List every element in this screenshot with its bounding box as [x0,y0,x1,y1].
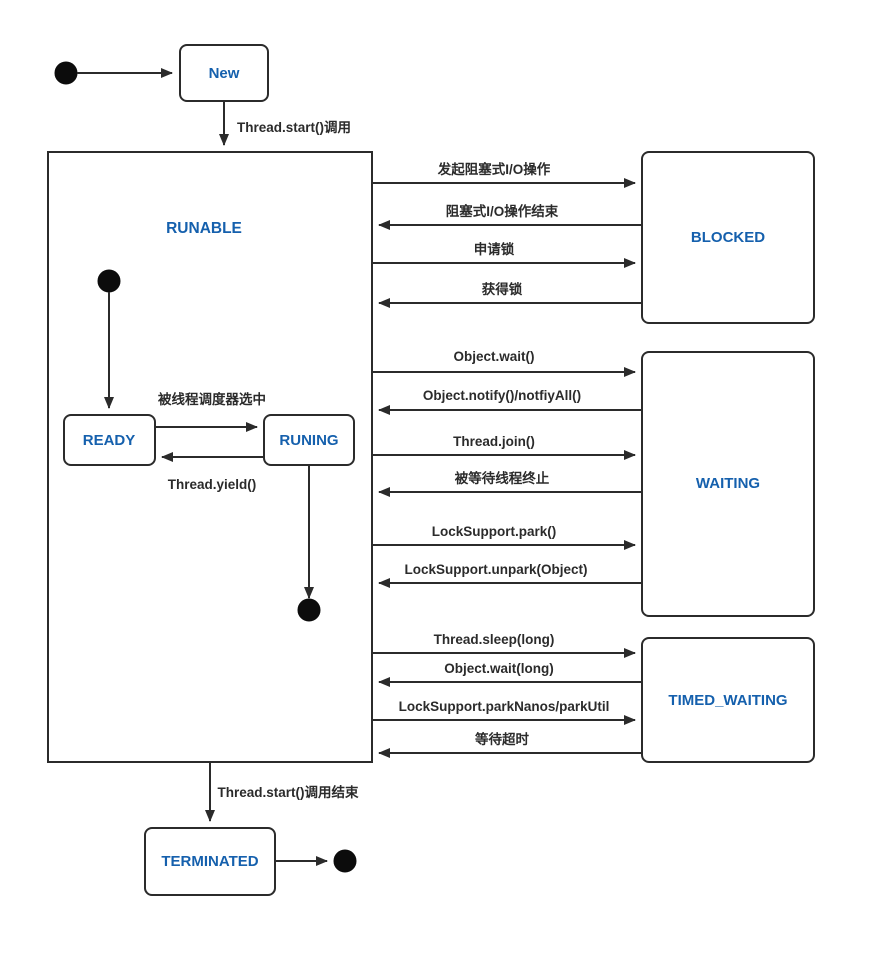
edge-label-runable-to-timed-parknanos: LockSupport.parkNanos/parkUtil [399,699,610,714]
state-box-waiting[interactable] [641,351,815,617]
edge-label-waiting-to-runable-unpark: LockSupport.unpark(Object) [404,562,587,577]
state-label-runing: RUNING [279,432,338,449]
state-label-timed-waiting: TIMED_WAITING [668,692,787,709]
state-label-runable: RUNABLE [166,220,242,237]
inner-initial-node-icon [97,269,121,293]
edge-label-runable-to-waiting-join: Thread.join() [453,434,535,449]
state-label-blocked: BLOCKED [691,229,765,246]
final-node-icon [333,849,357,873]
initial-node-icon [54,61,78,85]
edge-label-new-to-runable: Thread.start()调用 [237,120,351,135]
edge-label-runable-to-terminated: Thread.start()调用结束 [217,784,359,800]
edge-label-runable-to-timed-sleep: Thread.sleep(long) [434,632,555,647]
edge-label-waiting-to-runable-notify: Object.notify()/notfiyAll() [423,388,581,403]
state-label-new: New [209,65,240,82]
state-label-terminated: TERMINATED [161,853,258,870]
edge-label-runable-to-waiting-park: LockSupport.park() [432,524,557,539]
edge-label-timed-to-runable-timeout: 等待超时 [475,731,529,747]
edge-label-runing-to-ready: Thread.yield() [168,477,257,492]
state-box-blocked[interactable] [641,151,815,324]
state-label-waiting: WAITING [696,475,760,492]
edge-label-blocked-to-runable-lock: 获得锁 [482,281,523,297]
edge-label-waiting-to-runable-join: 被等待线程终止 [455,470,550,486]
state-label-ready: READY [83,432,136,449]
edge-label-runable-to-waiting-wait: Object.wait() [453,349,534,364]
edge-label-timed-to-runable-wait: Object.wait(long) [444,661,554,676]
edge-label-runable-to-blocked-io: 发起阻塞式I/O操作 [437,161,551,177]
state-box-timed-waiting[interactable] [641,637,815,763]
inner-final-node-icon [297,598,321,622]
edge-label-ready-to-runing: 被线程调度器选中 [158,391,266,407]
state-box-ready[interactable] [63,414,156,466]
edge-label-runable-to-blocked-lock: 申请锁 [474,241,515,257]
edge-label-blocked-to-runable-io: 阻塞式I/O操作结束 [446,203,559,219]
